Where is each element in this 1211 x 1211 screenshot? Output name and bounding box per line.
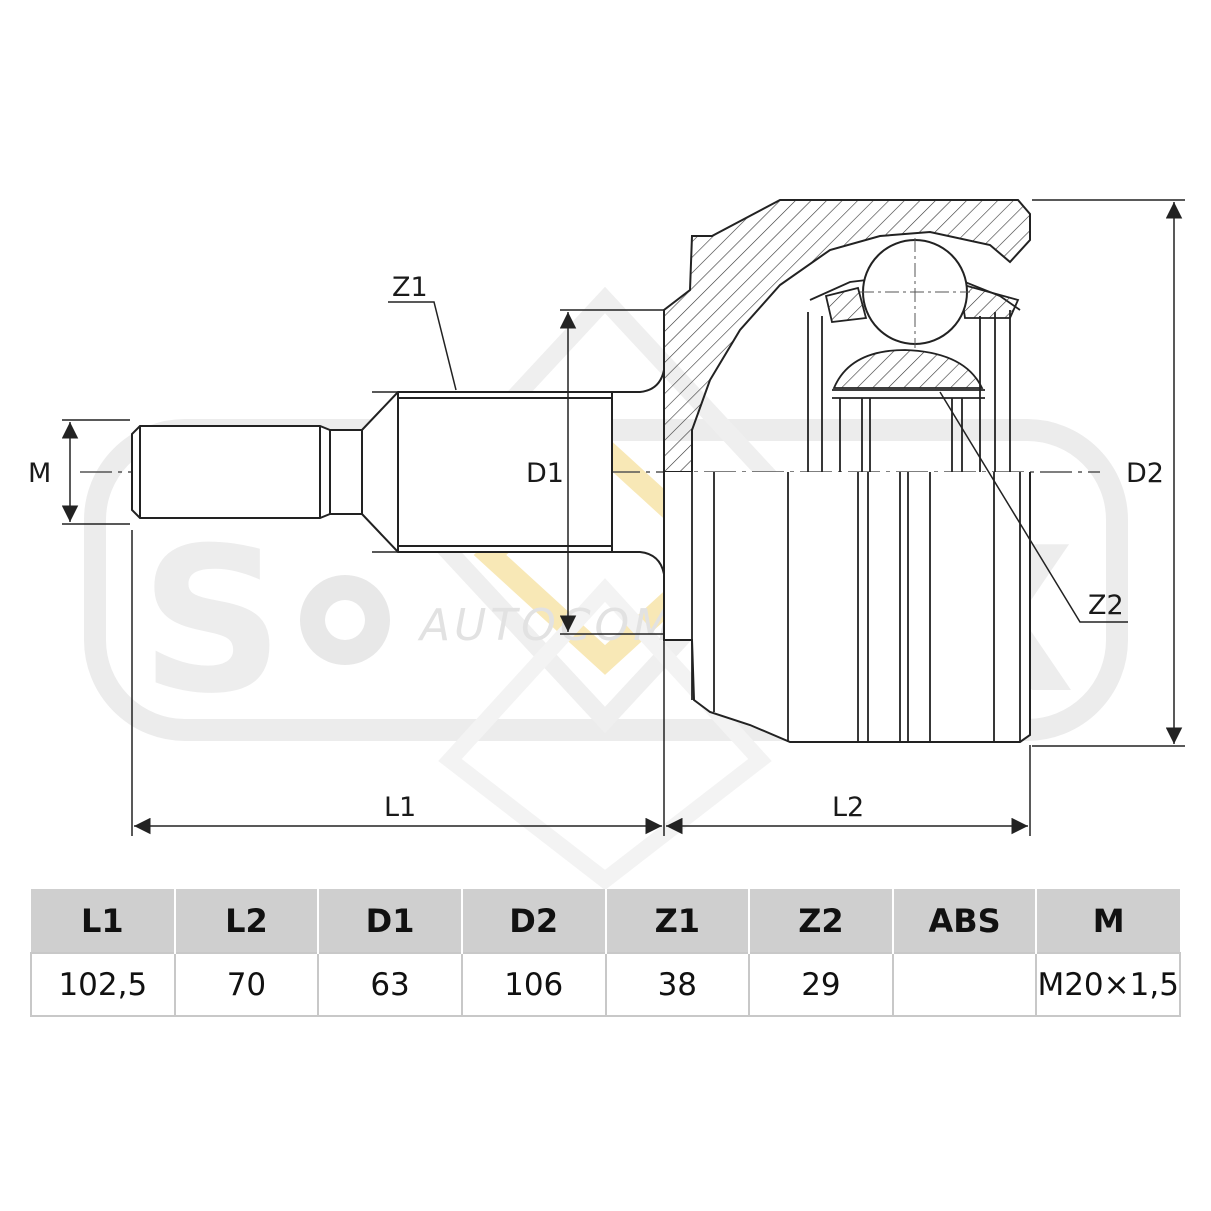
- header-l2: L2: [173, 889, 319, 953]
- watermark-s: S: [140, 505, 284, 738]
- header-d1: D1: [317, 889, 462, 953]
- header-d2: D2: [460, 889, 606, 953]
- d1-label: D1: [526, 458, 564, 489]
- d2-label: D2: [1126, 458, 1164, 489]
- value-z2: 29: [748, 952, 894, 1017]
- value-l1: 102,5: [30, 952, 176, 1017]
- specs-header-row: L1 L2 D1 D2 Z1 Z2 ABS M: [31, 889, 1180, 953]
- l2-label: L2: [832, 792, 864, 823]
- l1-label: L1: [384, 792, 416, 823]
- z2-label: Z2: [1088, 590, 1124, 621]
- value-m: M20×1,5: [1035, 952, 1181, 1017]
- header-z1: Z1: [604, 889, 750, 953]
- value-z1: 38: [604, 952, 751, 1017]
- value-l2: 70: [173, 952, 320, 1017]
- value-d1: 63: [317, 952, 463, 1017]
- header-l1: L1: [31, 889, 175, 953]
- m-label: M: [28, 458, 51, 489]
- header-abs: ABS: [891, 889, 1037, 953]
- gear-icon: [300, 575, 390, 665]
- value-d2: 106: [460, 952, 607, 1017]
- specs-table: L1 L2 D1 D2 Z1 Z2 ABS M 102,5 70 63 106 …: [30, 889, 1181, 1017]
- value-abs: [891, 952, 1038, 1017]
- header-z2: Z2: [748, 889, 893, 953]
- specs-value-row: 102,5 70 63 106 38 29 M20×1,5: [30, 952, 1181, 1017]
- cv-joint-drawing: AUTOCOMPAS FIX S: [28, 199, 1185, 889]
- dimensions: [61, 199, 1185, 836]
- joint-housing: [663, 199, 1031, 743]
- header-m: M: [1035, 889, 1180, 953]
- z1-label: Z1: [392, 272, 428, 303]
